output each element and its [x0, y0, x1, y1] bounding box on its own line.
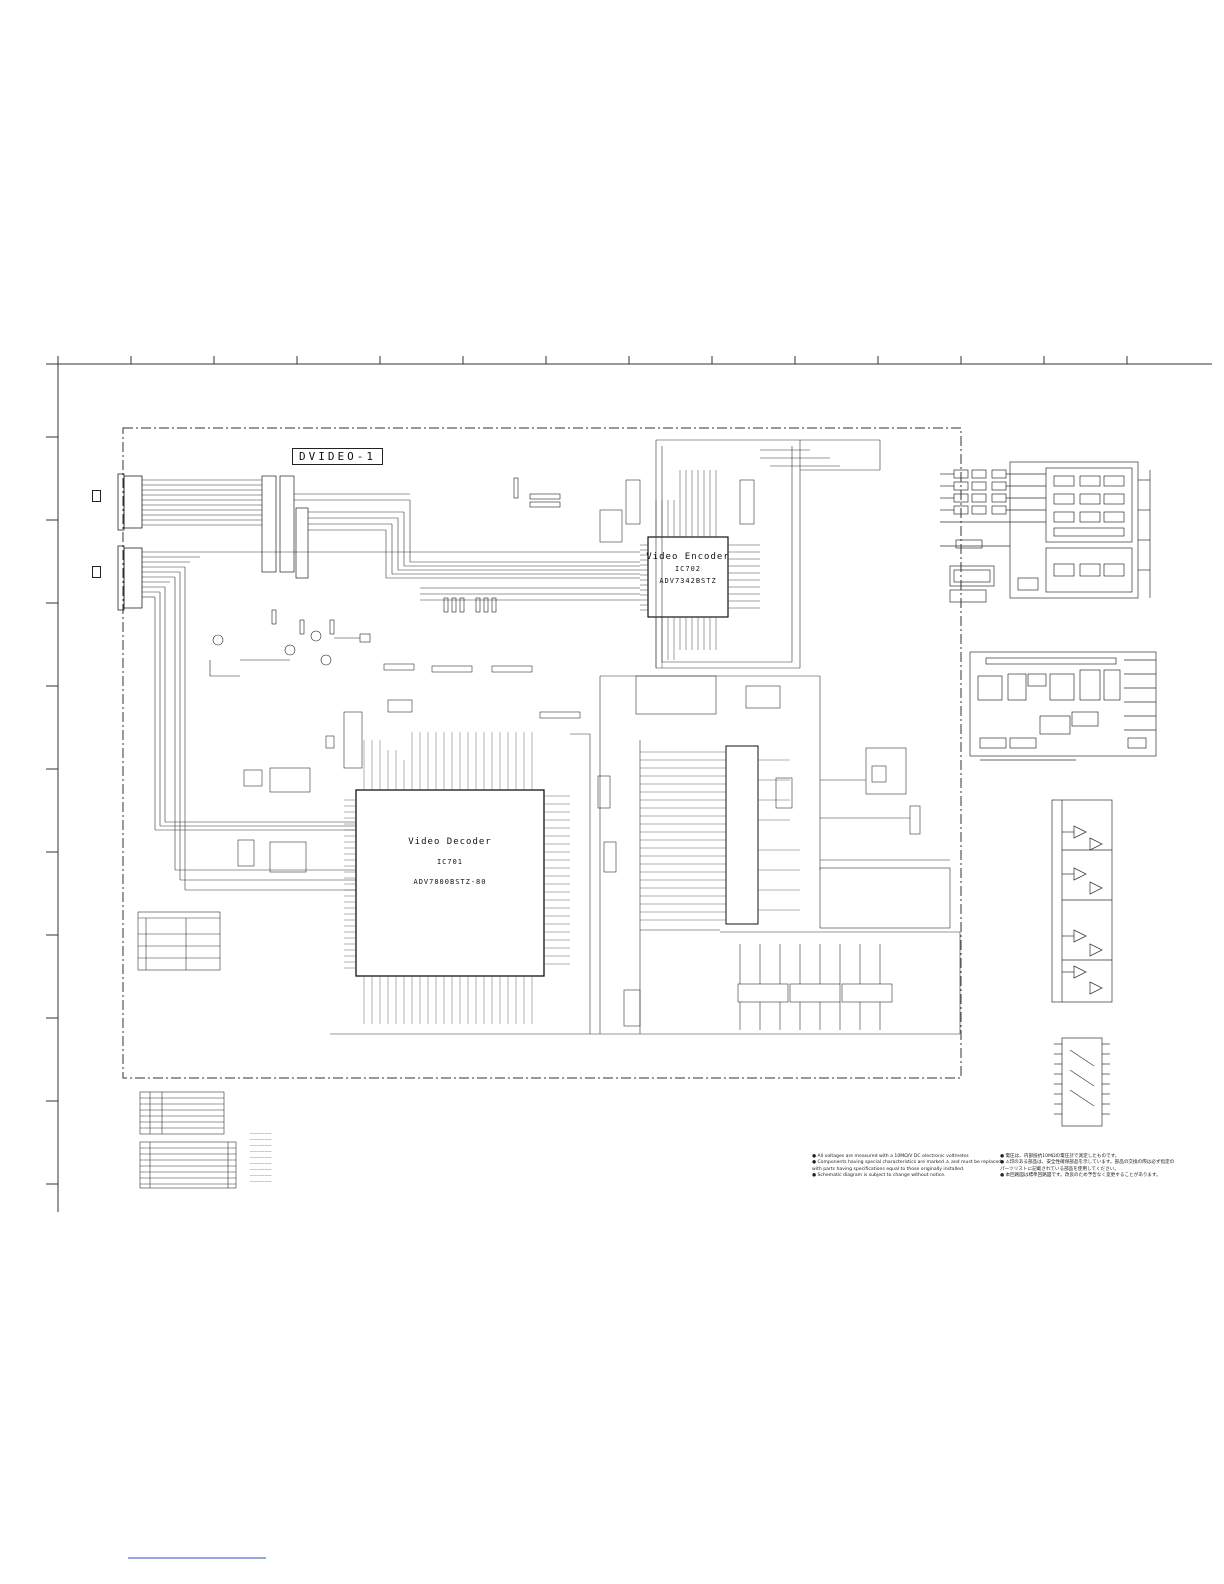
svg-text:——————: —————— — [250, 1173, 272, 1177]
note-jp-2: ● ⚠印のある部品は、安全性確保部品を示しています。部品の交換の際は必ず指定の — [1000, 1160, 1175, 1166]
svg-text:——————: —————— — [250, 1179, 272, 1183]
decoder-ref: IC701 — [436, 858, 464, 866]
decoder-ic701-body — [355, 789, 545, 977]
decoder-part: ADV7800BSTZ-80 — [413, 878, 487, 886]
decoder-name: Video Decoder — [408, 837, 492, 847]
svg-text:——————: —————— — [250, 1143, 272, 1147]
note-jp-3: パーツリストに記載されている部品を使用してください。 — [1000, 1166, 1119, 1172]
svg-text:——————: —————— — [250, 1155, 272, 1159]
encoder-ic702-body — [647, 536, 729, 618]
note-en-2: ● Components having special characterist… — [812, 1160, 1002, 1166]
svg-text:——————: —————— — [250, 1149, 272, 1153]
svg-text:——————: —————— — [250, 1167, 272, 1171]
connector-marker-2 — [92, 566, 101, 578]
connector-marker-1 — [92, 490, 101, 502]
encoder-name: Video Encoder — [646, 552, 730, 562]
svg-text:——————: —————— — [250, 1131, 272, 1135]
note-en-4: ● Schematic diagram is subject to change… — [812, 1173, 946, 1179]
notes-japanese: ● 電圧は、内部抵抗10MΩの電圧計で測定したものです。 ● ⚠印のある部品は、… — [1000, 1154, 1174, 1180]
note-jp-1: ● 電圧は、内部抵抗10MΩの電圧計で測定したものです。 — [1000, 1154, 1120, 1159]
encoder-label: Video Encoder IC702 ADV7342BSTZ — [644, 551, 732, 587]
decoder-label: Video Decoder IC701 ADV7800BSTZ-80 — [380, 832, 520, 892]
notes-english: ● All voltages are measured with a 10MΩ/… — [812, 1154, 1001, 1180]
encoder-ref: IC702 — [674, 565, 702, 573]
encoder-part: ADV7342BSTZ — [659, 577, 717, 585]
sheet-title: DVIDEO-1 — [292, 448, 383, 465]
svg-text:——————: —————— — [250, 1161, 272, 1165]
note-en-3: with parts having specifications equal t… — [812, 1166, 965, 1172]
note-en-1: ● All voltages are measured with a 10MΩ/… — [812, 1154, 970, 1159]
svg-text:——————: —————— — [250, 1137, 272, 1141]
note-jp-4: ● 本回路図は標準回路図です。改良のため予告なく変更することがあります。 — [1000, 1173, 1161, 1179]
